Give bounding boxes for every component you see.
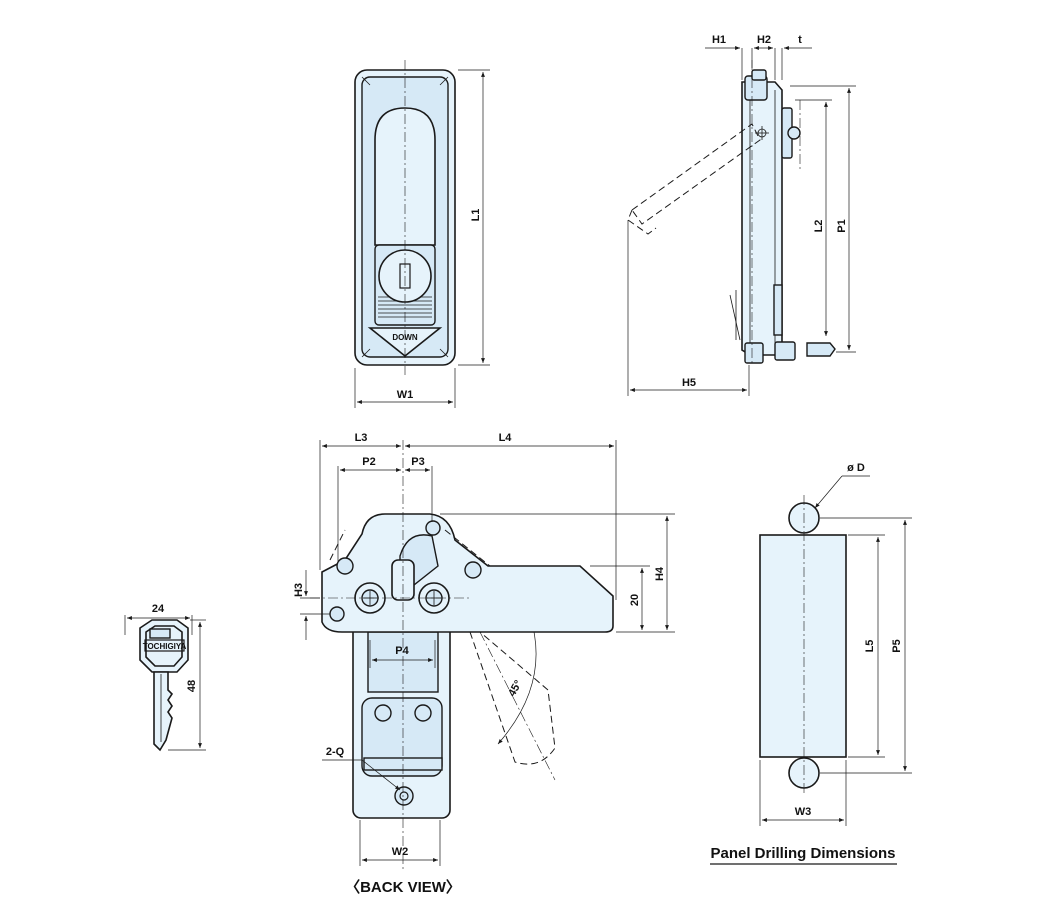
dim-2-Q: 2-Q <box>326 746 345 758</box>
key-dim-48: 48 <box>186 680 198 692</box>
dim-W2: W2 <box>392 846 409 858</box>
dim-20: 20 <box>629 594 641 606</box>
dim-P1: P1 <box>836 219 848 232</box>
dim-P5: P5 <box>891 639 903 652</box>
dim-P4: P4 <box>395 645 409 657</box>
dim-L3: L3 <box>355 432 368 444</box>
panel-drilling-dimensions: ø D L5 P5 W3 Panel Drilling Dimensions <box>710 462 912 865</box>
dim-t: t <box>798 34 802 46</box>
dim-W3: W3 <box>795 806 812 818</box>
key-drawing: TOCHIGIYA 24 48 <box>124 603 206 752</box>
key-brand-label: TOCHIGIYA <box>143 642 187 651</box>
key-dim-24: 24 <box>152 603 165 615</box>
dim-D: ø D <box>847 462 865 474</box>
dim-angle-45: 45° <box>506 678 525 698</box>
side-view: H1 H2 t L2 P1 H5 <box>627 34 856 396</box>
down-arrow-icon <box>367 327 443 358</box>
dim-L2: L2 <box>813 220 825 233</box>
dim-P3: P3 <box>411 456 424 468</box>
dim-L1: L1 <box>470 209 482 222</box>
dim-L5: L5 <box>864 640 876 653</box>
dim-L4: L4 <box>499 432 513 444</box>
panel-drilling-caption: Panel Drilling Dimensions <box>710 845 895 862</box>
back-view: L3 L4 P2 P3 H3 H4 20 P4 45° 2-Q <box>293 432 675 896</box>
dim-H3: H3 <box>293 583 305 597</box>
front-view: DOWN L1 W1 <box>354 60 490 408</box>
dim-H5: H5 <box>682 377 696 389</box>
dim-H2: H2 <box>757 34 771 46</box>
back-view-caption: 〈BACK VIEW〉 <box>345 878 461 896</box>
dim-P2: P2 <box>362 456 375 468</box>
dim-H1: H1 <box>712 34 726 46</box>
dim-W1: W1 <box>397 389 414 401</box>
dim-H4: H4 <box>654 566 666 581</box>
